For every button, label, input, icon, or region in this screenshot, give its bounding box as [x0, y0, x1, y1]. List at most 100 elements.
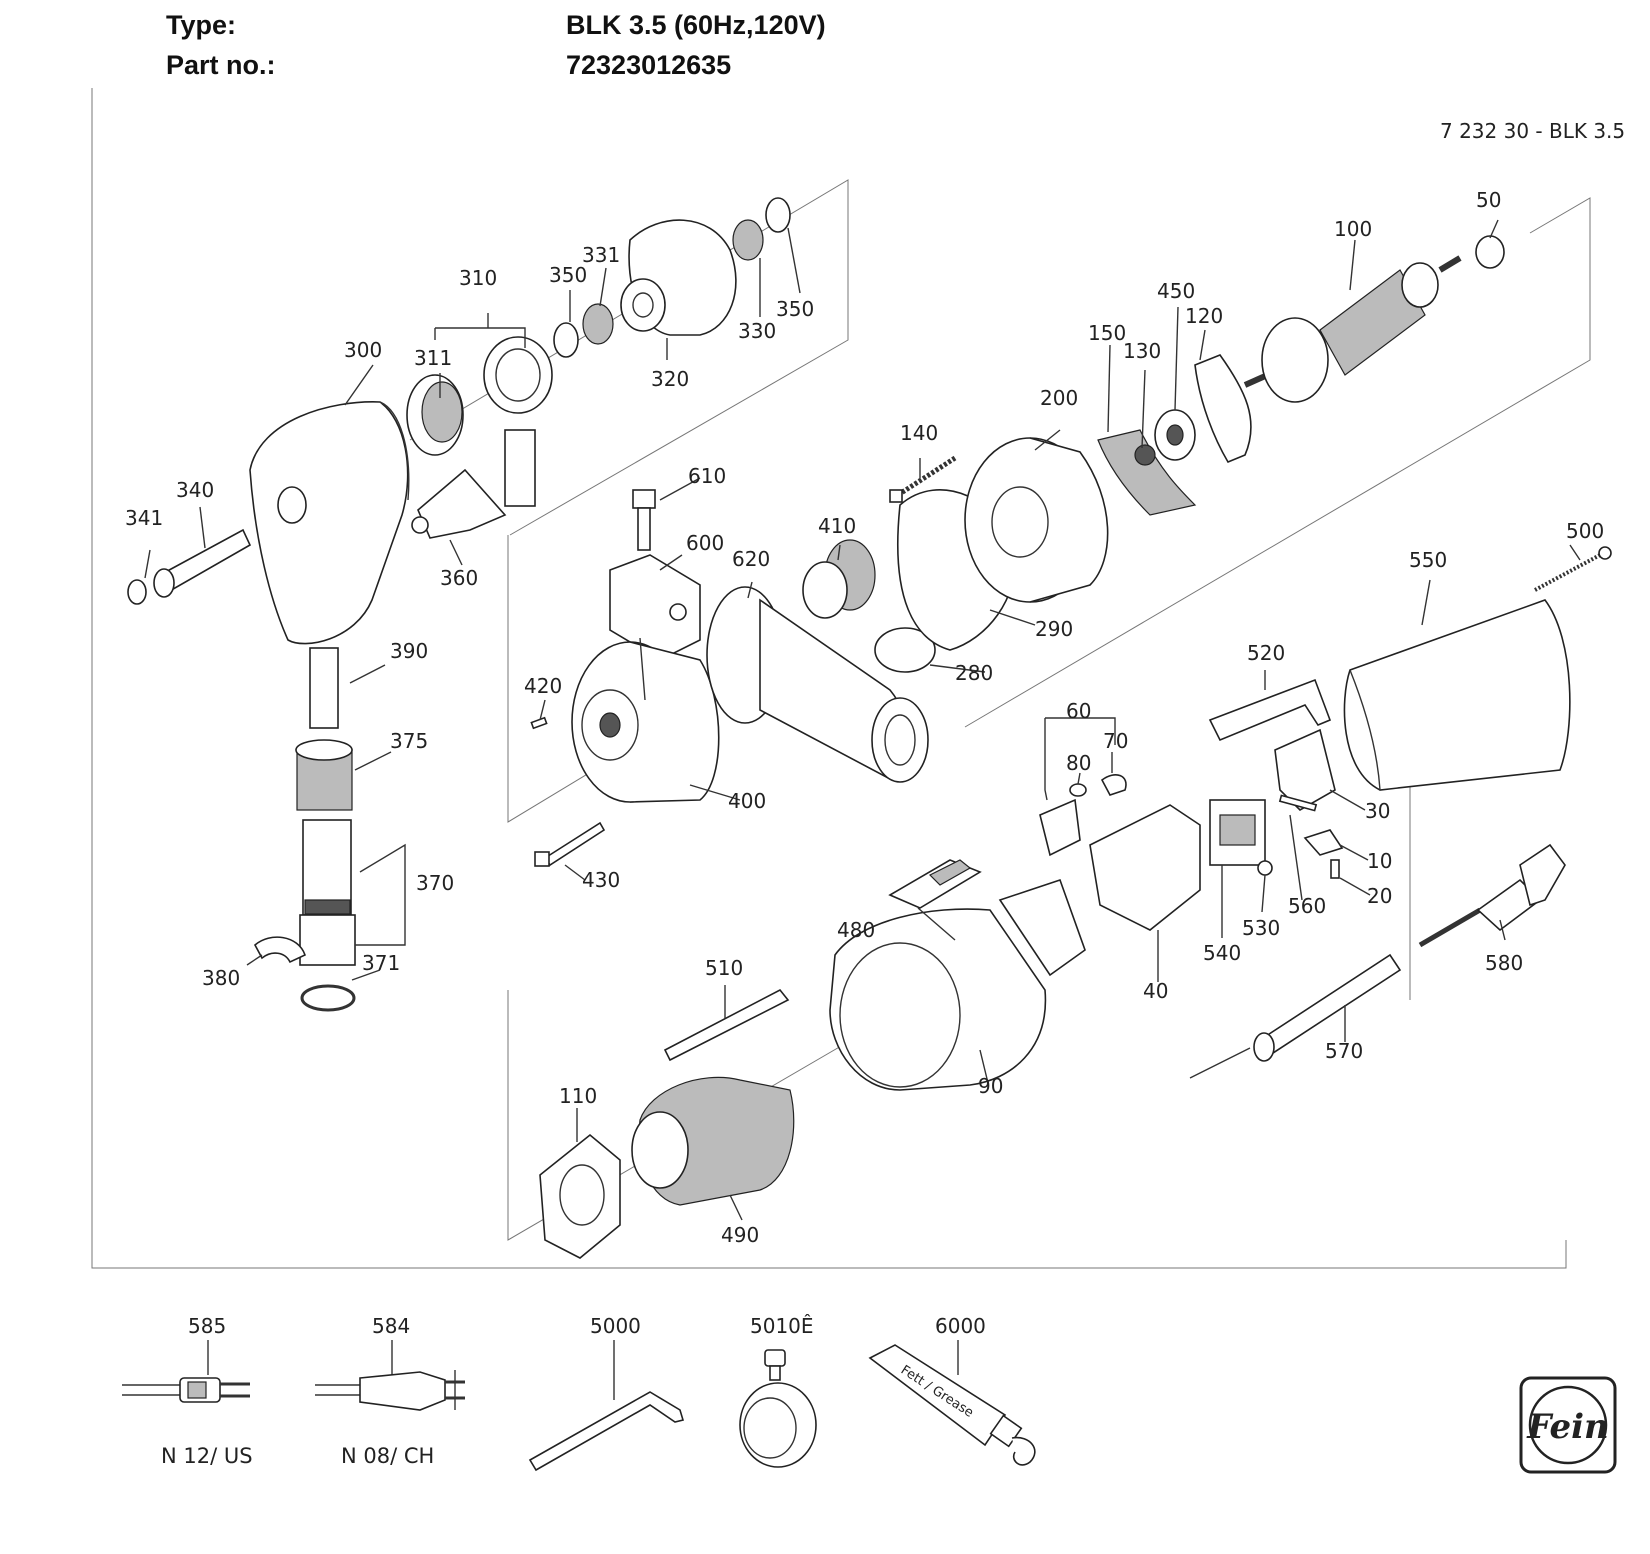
part-371-o-ring [300, 984, 356, 1012]
part-140-spring [889, 455, 957, 503]
callout-320: 320 [651, 367, 689, 391]
callout-430: 430 [582, 868, 620, 892]
collar-clamp-icon [739, 1349, 817, 1468]
callout-40: 40 [1143, 979, 1168, 1003]
callout-110: 110 [559, 1084, 597, 1108]
part-120-baffle [1194, 354, 1252, 464]
accessory-5010-number: 5010Ê [750, 1314, 814, 1338]
type-label: Type: [166, 10, 237, 40]
part-520-bracket [1208, 678, 1332, 742]
part-480-switch-cap [888, 859, 982, 909]
part-450-ball-bearing [1154, 409, 1196, 461]
part-50-bearing [1475, 235, 1505, 269]
callout-120: 120 [1185, 304, 1223, 328]
callout-130: 130 [1123, 339, 1161, 363]
part-420-pin [530, 716, 548, 730]
callout-480: 480 [837, 918, 875, 942]
callout-90: 90 [978, 1074, 1003, 1098]
callout-371: 371 [362, 951, 400, 975]
callout-300: 300 [344, 338, 382, 362]
part-130-bearing [1134, 444, 1156, 466]
cable-lugs [1189, 1047, 1251, 1079]
part-570-tube [1253, 953, 1402, 1062]
part-341-washer [127, 579, 147, 605]
accessory-584: 584 N 08/ CH [315, 1314, 465, 1468]
callout-70: 70 [1103, 729, 1128, 753]
part-300-gear-housing [249, 401, 410, 645]
fein-logo-icon: Fein [1519, 1376, 1617, 1474]
callout-50: 50 [1476, 188, 1501, 212]
part-410-gear [802, 539, 876, 619]
callout-350-right: 350 [776, 297, 814, 321]
part-311-needle-bearing [406, 374, 464, 456]
callout-550: 550 [1409, 548, 1447, 572]
part-90-motor-housing [829, 878, 1086, 1091]
part-350-washer-right [765, 197, 791, 233]
callout-620: 620 [732, 547, 770, 571]
part-530-screw [1257, 860, 1273, 876]
part-320-cam [620, 219, 737, 336]
drawing-code: 7 232 30 - BLK 3.5 [1440, 119, 1625, 143]
accessory-585-number: 585 [188, 1314, 226, 1338]
part-620-side-handle [706, 586, 929, 783]
part-70-spring [1100, 774, 1127, 796]
callout-560: 560 [1288, 894, 1326, 918]
accessory-584-number: 584 [372, 1314, 410, 1338]
part-310-arm [483, 336, 553, 507]
leader-lines [144, 219, 1581, 1221]
callout-10: 10 [1367, 849, 1392, 873]
callout-280: 280 [955, 661, 993, 685]
callout-400: 400 [728, 789, 766, 813]
part-490-field-coil [631, 1076, 795, 1206]
part-430-screw [534, 821, 606, 867]
callout-390: 390 [390, 639, 428, 663]
callout-80: 80 [1066, 751, 1091, 775]
part-30-holder [1274, 728, 1336, 811]
callout-500: 500 [1566, 519, 1604, 543]
drawing-frame [91, 88, 1567, 1269]
callout-410: 410 [818, 514, 856, 538]
part-60-brush-holder [1039, 798, 1081, 857]
part-400-spindle-housing [571, 641, 720, 803]
part-number-label: Part no.: [166, 50, 276, 80]
accessory-5000: 5000 [528, 1314, 685, 1472]
callout-150: 150 [1088, 321, 1126, 345]
callout-570: 570 [1325, 1039, 1363, 1063]
callout-290: 290 [1035, 617, 1073, 641]
type-value: BLK 3.5 (60Hz,120V) [566, 10, 826, 40]
part-340-pin [153, 528, 252, 598]
part-550-motor-cover [1343, 599, 1571, 791]
part-610-screw [632, 489, 656, 551]
callout-60: 60 [1066, 699, 1091, 723]
callout-100: 100 [1334, 217, 1372, 241]
accessory-6000-number: 6000 [935, 1314, 986, 1338]
part-375-knurled-ring [295, 739, 353, 811]
part-40-electronic-module [1089, 804, 1201, 931]
part-540-switch [1209, 799, 1266, 866]
part-80-brush [1069, 783, 1087, 797]
part-100-armature [1243, 255, 1462, 403]
part-20-screw [1330, 859, 1340, 879]
callout-200: 200 [1040, 386, 1078, 410]
part-330-bearing [732, 219, 764, 261]
callout-490: 490 [721, 1223, 759, 1247]
part-510-cable-strip [663, 988, 790, 1062]
callout-610: 610 [688, 464, 726, 488]
callout-420: 420 [524, 674, 562, 698]
callout-520: 520 [1247, 641, 1285, 665]
us-plug-cable-icon [122, 1377, 250, 1403]
part-10-clip [1303, 829, 1344, 856]
callout-510: 510 [705, 956, 743, 980]
accessory-585: 585 N 12/ US [122, 1314, 253, 1468]
fein-logo-text: Fein [1526, 1407, 1609, 1447]
callout-375: 375 [390, 729, 428, 753]
callout-331: 331 [582, 243, 620, 267]
callout-330: 330 [738, 319, 776, 343]
callout-600: 600 [686, 531, 724, 555]
accessory-6000: 6000 Fett / Grease [868, 1314, 1036, 1466]
part-380-shim [253, 936, 306, 964]
part-580-power-cable [1418, 843, 1566, 948]
callout-370: 370 [416, 871, 454, 895]
callout-30: 30 [1365, 799, 1390, 823]
